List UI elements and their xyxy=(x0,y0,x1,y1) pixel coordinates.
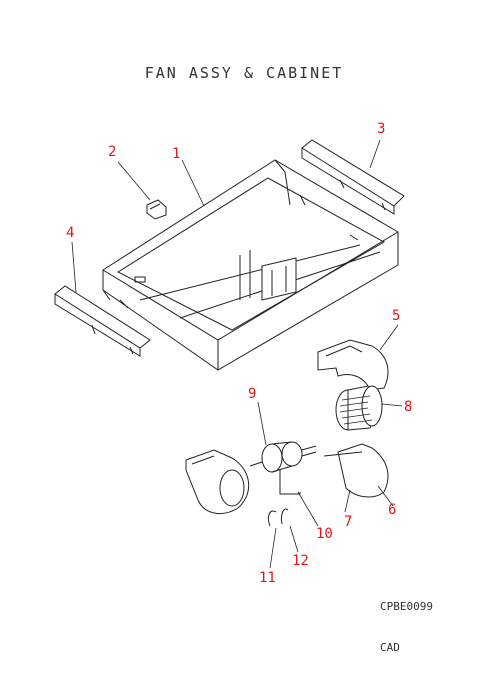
spring-clips xyxy=(267,508,289,527)
right-rail xyxy=(301,139,405,215)
callout-5: 5 xyxy=(392,308,401,324)
leader-3 xyxy=(369,139,381,169)
leader-12 xyxy=(289,525,299,553)
callout-2: 2 xyxy=(108,144,117,160)
left-rail xyxy=(54,285,151,357)
callout-1: 1 xyxy=(172,146,181,162)
left-scroll-housing xyxy=(185,449,250,515)
callout-8: 8 xyxy=(404,399,413,415)
fan-motor xyxy=(249,441,317,473)
leader-1 xyxy=(181,159,205,207)
leader-8 xyxy=(381,403,403,407)
callout-10: 10 xyxy=(316,526,333,542)
leader-10 xyxy=(297,491,319,527)
motor-bracket xyxy=(279,470,301,495)
diagram-title: FAN ASSY & CABINET xyxy=(144,64,344,82)
callout-12: 12 xyxy=(292,553,309,569)
leader-7 xyxy=(344,489,351,513)
leader-11 xyxy=(269,527,277,569)
callout-4: 4 xyxy=(66,225,75,241)
blower-wheel xyxy=(335,385,383,431)
footer-label: CAD xyxy=(380,641,400,654)
leader-4 xyxy=(71,241,77,293)
drawing-code: CPBE0099 xyxy=(380,600,433,613)
callout-9: 9 xyxy=(248,386,257,402)
callout-7: 7 xyxy=(344,514,353,530)
leader-6 xyxy=(377,485,394,507)
leader-9 xyxy=(257,401,267,446)
callout-3: 3 xyxy=(377,121,386,137)
clip-part xyxy=(146,199,167,220)
lower-scroll-housing xyxy=(323,443,389,498)
leader-2 xyxy=(117,161,151,201)
callout-6: 6 xyxy=(388,502,397,518)
leader-5 xyxy=(379,324,399,351)
upper-scroll-housing xyxy=(317,339,389,391)
callout-11: 11 xyxy=(259,570,276,586)
cabinet-tray xyxy=(102,159,399,371)
